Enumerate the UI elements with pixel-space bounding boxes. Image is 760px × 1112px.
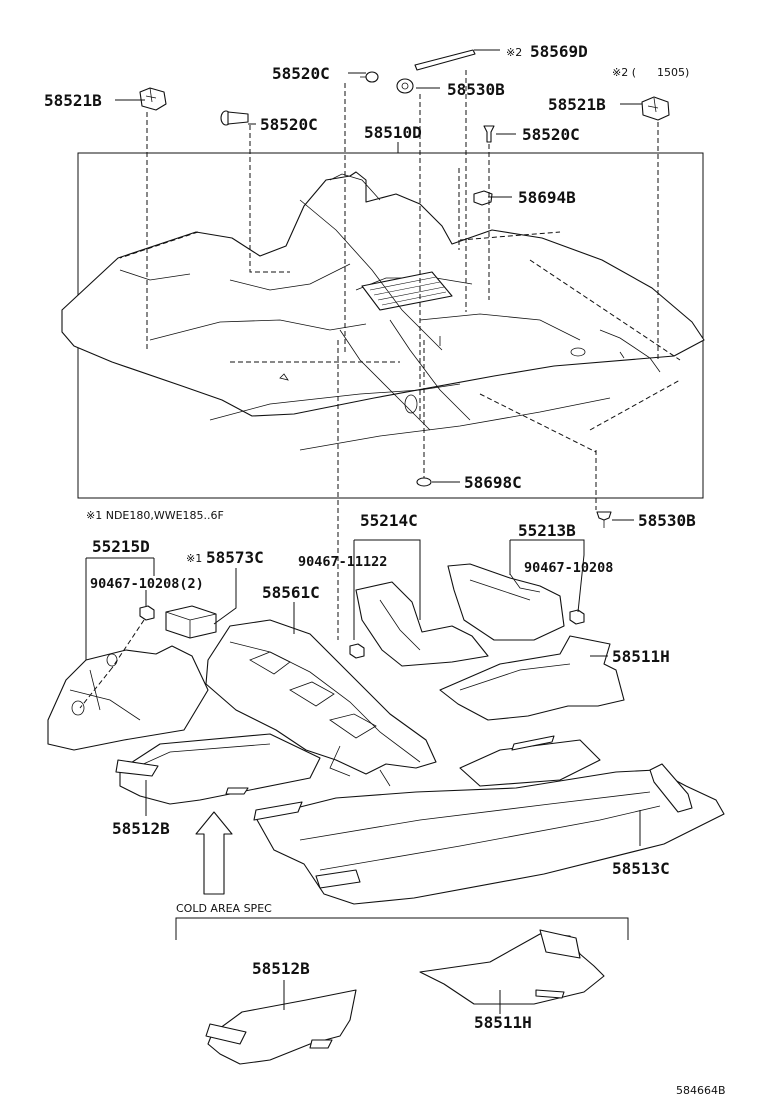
diagram-id: 584664B — [676, 1084, 726, 1097]
reference-dashes — [119, 70, 681, 640]
strip-58569d — [414, 49, 476, 71]
mat-pieces-middle — [459, 735, 601, 787]
label-58511h-b: 58511H — [474, 1013, 532, 1032]
insulator-55215d — [47, 645, 209, 751]
label-55215d: 55215D — [92, 537, 150, 556]
bolt-90467-11122 — [349, 643, 365, 659]
label-58520c-b: 58520C — [260, 115, 318, 134]
label-58530b-b: 58530B — [638, 511, 696, 530]
note-1-models: ※1 NDE180,WWE185..6F — [86, 509, 224, 522]
label-58520c-a: 58520C — [272, 64, 330, 83]
main-floor-carpet-58510d — [61, 171, 705, 451]
plug-58530b-b — [596, 511, 612, 528]
console-58561c — [205, 619, 437, 787]
label-58511h-a: 58511H — [612, 647, 670, 666]
plug-58698c — [416, 477, 432, 487]
nut-90467-10208-left — [139, 605, 155, 621]
label-58569d: 58569D — [530, 42, 588, 61]
mat-58512b — [115, 733, 321, 805]
label-58698c: 58698C — [464, 473, 522, 492]
label-55214c: 55214C — [360, 511, 418, 530]
cold-mat-58511h — [419, 929, 605, 1005]
insulator-55213b — [447, 563, 565, 641]
leader-lines — [85, 49, 642, 1014]
label-58573c: 58573C — [206, 548, 264, 567]
label-90467-10208: 90467-10208 — [524, 560, 613, 576]
label-58521b-left: 58521B — [44, 91, 102, 110]
note-2-range: ※2 ( 1505) — [612, 66, 689, 79]
label-58561c: 58561C — [262, 583, 320, 602]
label-58512b-a: 58512B — [112, 819, 170, 838]
label-58521b-right: 58521B — [548, 95, 606, 114]
clip-58694b — [473, 190, 493, 206]
pin-58520c-c — [483, 125, 495, 143]
plug-58530b-a — [396, 78, 414, 94]
label-58512b-b: 58512B — [252, 959, 310, 978]
clip-58521b-left — [139, 87, 167, 111]
label-90467-11122: 90467-11122 — [298, 554, 387, 570]
mat-58513c — [253, 763, 725, 905]
label-58520c-c: 58520C — [522, 125, 580, 144]
label-58513c: 58513C — [612, 859, 670, 878]
box-58573c — [165, 605, 217, 639]
cold-area-label: COLD AREA SPEC — [176, 902, 272, 915]
cold-mat-58512b — [205, 989, 357, 1065]
cold-area-bracket — [175, 917, 629, 940]
label-55213b: 55213B — [518, 521, 576, 540]
pin-58520c-a — [360, 71, 379, 83]
clip-58521b-right — [641, 96, 670, 121]
pin-58520c-b — [220, 110, 249, 126]
label-58530b-a: 58530B — [447, 80, 505, 99]
mark-1-58573c: ※1 — [186, 552, 202, 565]
label-58510d: 58510D — [364, 123, 422, 142]
insulator-55214c — [355, 581, 489, 667]
mark-2-58569d: ※2 — [506, 46, 522, 59]
cold-area-arrow — [195, 811, 233, 895]
dash-55215d — [79, 619, 145, 709]
label-90467-10208-2: 90467-10208(2) — [90, 576, 204, 592]
mat-58511h — [439, 635, 625, 721]
label-58694b: 58694B — [518, 188, 576, 207]
nut-90467-10208-right — [569, 609, 585, 625]
